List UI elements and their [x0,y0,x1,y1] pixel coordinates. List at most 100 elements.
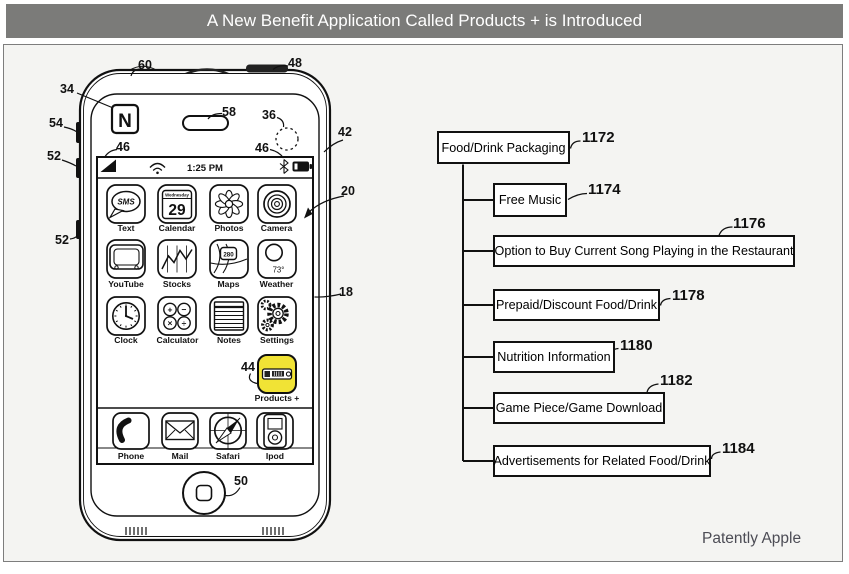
flowchart-box-buy-current-song: Option to Buy Current Song Playing in th… [493,235,795,267]
app-icon-clock [106,296,146,336]
app-label-photos: Photos [214,223,243,233]
app-label-settings: Settings [260,335,294,345]
app-label-youtube: YouTube [108,279,144,289]
callout-60-top-edge: 60 [138,58,152,72]
ref-number-1180: 1180 [620,337,653,354]
app-icon-maps: 280 [209,239,249,279]
flowchart-box-free-music: Free Music [493,183,567,217]
calculator-icon: + − × ÷ [163,302,191,330]
app-icon-settings [257,296,297,336]
headphone-jack [129,65,157,71]
patently-apple-credit: Patently Apple [702,530,802,547]
flowchart-label: Game Piece/Game Download [495,401,663,415]
map-route-icon: 280 [210,243,248,274]
flowchart-connectors [462,164,493,462]
phone-screen: 1:25 PM SMS [96,156,314,465]
app-icon-text: SMS [106,184,146,224]
ref-number-1184: 1184 [722,440,755,457]
callout-54-mute-switch: 54 [49,116,63,130]
title-bar: A New Benefit Application Called Product… [6,4,843,38]
weather-temperature: 73° [273,266,285,275]
home-button [182,471,226,515]
ipod-icon [263,413,287,449]
mute-switch [76,122,81,143]
page-title: A New Benefit Application Called Product… [206,11,643,30]
dock-icon-phone [112,412,150,450]
dock-icon-safari [209,412,247,450]
bluetooth-icon [279,159,289,174]
calc-divide: ÷ [182,318,187,328]
sun-icon: 73° [264,243,285,275]
tv-icon [109,244,144,270]
sms-text: SMS [117,198,135,207]
app-label-notes: Notes [217,335,241,345]
callout-46-bluetooth: 46 [255,141,269,155]
flowchart-box-food-drink-packaging: Food/Drink Packaging [437,131,570,164]
wifi-icon [149,162,166,175]
callout-46-signal: 46 [116,140,130,154]
ref-number-1174: 1174 [588,181,621,198]
flowchart-box-advertisements: Advertisements for Related Food/Drink [493,445,711,477]
dock-label-safari: Safari [216,451,240,461]
flowchart-label: Option to Buy Current Song Playing in th… [494,244,794,258]
app-label-camera: Camera [261,223,293,233]
status-bar: 1:25 PM [100,159,312,175]
flowchart-label: Food/Drink Packaging [441,140,566,155]
app-icon-notes [209,296,249,336]
callout-52-volume-down: 52 [55,233,69,247]
callout-42-housing: 42 [338,125,352,139]
app-icon-stocks [157,239,197,279]
callout-18-screen: 18 [339,285,353,299]
app-icon-products-plus [257,354,297,394]
flowchart-box-game-piece-download: Game Piece/Game Download [493,392,665,424]
flowchart-label: Free Music [498,193,562,207]
app-icon-calculator: + − × ÷ [157,296,197,336]
envelope-icon [165,420,195,441]
dock-icon-mail [161,412,199,450]
callout-48-sleep-button: 48 [288,56,302,70]
callout-36-camera: 36 [262,108,276,122]
calc-plus: + [168,305,173,315]
callout-leaders [61,65,345,497]
earpiece-speaker [182,115,229,131]
app-label-calculator: Calculator [156,335,199,345]
camera-lens-icon [263,190,291,218]
handset-icon [116,417,132,443]
app-label-stocks: Stocks [163,279,191,289]
ref-number-1182: 1182 [660,372,693,389]
compass-icon [209,412,247,449]
sms-bubble-icon: SMS [108,190,141,220]
callout-52-volume-up: 52 [47,149,61,163]
clock-icon [112,301,141,330]
flowchart-label: Advertisements for Related Food/Drink [493,454,711,468]
app-label-calendar: Calendar [159,223,196,233]
flowchart-box-nutrition-information: Nutrition Information [493,341,615,373]
ref-number-1176: 1176 [733,215,766,232]
ref-number-1172: 1172 [582,129,615,146]
arrowhead [304,207,313,219]
volume-up-button [76,158,81,178]
calc-multiply: × [168,318,173,328]
notepad-icon [213,301,245,331]
app-label-maps: Maps [218,279,240,289]
battery-icon [292,161,312,172]
dock-icon-ipod [256,412,294,450]
calendar-icon: Wednesday 29 [161,189,193,220]
ref-number-1178: 1178 [672,287,705,304]
callout-58-speaker: 58 [222,105,236,119]
app-label-weather: Weather [260,279,294,289]
flowchart-box-prepaid-discount: Prepaid/Discount Food/Drink [493,289,660,321]
calc-minus: − [182,305,187,315]
app-label-products-plus: Products + [255,393,300,403]
stock-chart-icon [161,245,193,273]
app-icon-camera [257,184,297,224]
calendar-day-name: Wednesday [165,193,189,198]
flowchart-label: Nutrition Information [497,350,611,364]
dock-label-ipod: Ipod [266,451,284,461]
signal-icon [100,159,116,172]
app-label-clock: Clock [114,335,138,345]
callout-50-home-button: 50 [234,474,248,488]
app-icon-youtube [106,239,146,279]
app-label-text: Text [117,223,134,233]
